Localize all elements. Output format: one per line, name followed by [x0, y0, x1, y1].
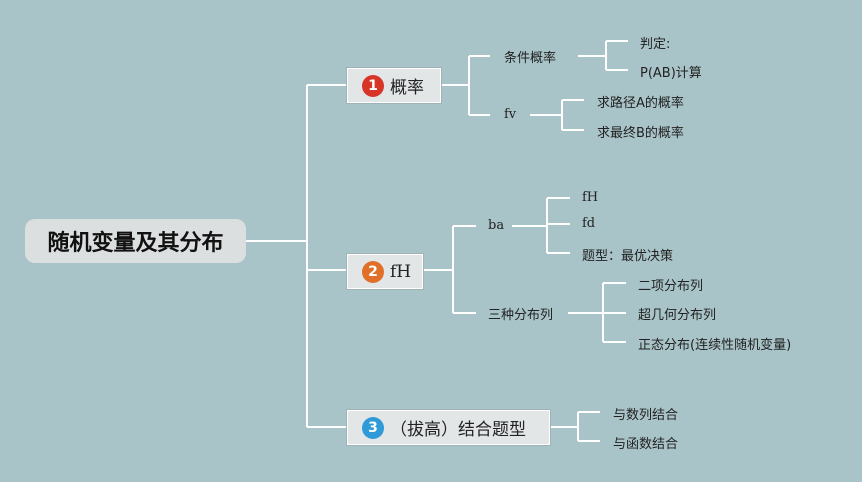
branch-2-topic[interactable]: 2 fH	[347, 254, 423, 289]
leaf-hypergeometric-distribution[interactable]: 超几何分布列	[638, 308, 717, 323]
leaf-combine-function[interactable]: 与函数结合	[613, 437, 679, 452]
leaf-path-a-probability[interactable]: 求路径A的概率	[597, 96, 684, 111]
number-badge-2: 2	[362, 260, 384, 283]
branch-2-label: fH	[390, 261, 412, 282]
leaf-pab-calc[interactable]: P(AB)计算	[640, 66, 702, 81]
leaf-fd[interactable]: fd	[582, 216, 596, 231]
branch-3-topic[interactable]: 3 （拔高）结合题型	[347, 410, 550, 445]
subtopic-three-distributions[interactable]: 三种分布列	[488, 308, 554, 323]
branch-1-label: 概率	[390, 78, 424, 98]
leaf-combine-sequence[interactable]: 与数列结合	[613, 408, 679, 423]
branch-3-label: （拔高）结合题型	[390, 420, 526, 440]
subtopic-conditional-probability[interactable]: 条件概率	[504, 51, 557, 66]
number-badge-3: 3	[362, 416, 384, 439]
leaf-final-b-probability[interactable]: 求最终B的概率	[597, 126, 684, 141]
subtopic-ba[interactable]: ba	[488, 218, 505, 233]
leaf-optimal-decision[interactable]: 题型：最优决策	[582, 249, 674, 264]
number-badge-1: 1	[362, 74, 384, 97]
leaf-fh[interactable]: fH	[582, 190, 599, 205]
leaf-binomial-distribution[interactable]: 二项分布列	[638, 279, 704, 294]
leaf-normal-distribution[interactable]: 正态分布(连续性随机变量)	[638, 338, 792, 353]
branch-1-topic[interactable]: 1 概率	[347, 68, 441, 103]
root-topic[interactable]: 随机变量及其分布	[25, 219, 246, 263]
leaf-judge[interactable]: 判定:	[640, 37, 671, 52]
subtopic-fv[interactable]: fv	[504, 107, 517, 122]
